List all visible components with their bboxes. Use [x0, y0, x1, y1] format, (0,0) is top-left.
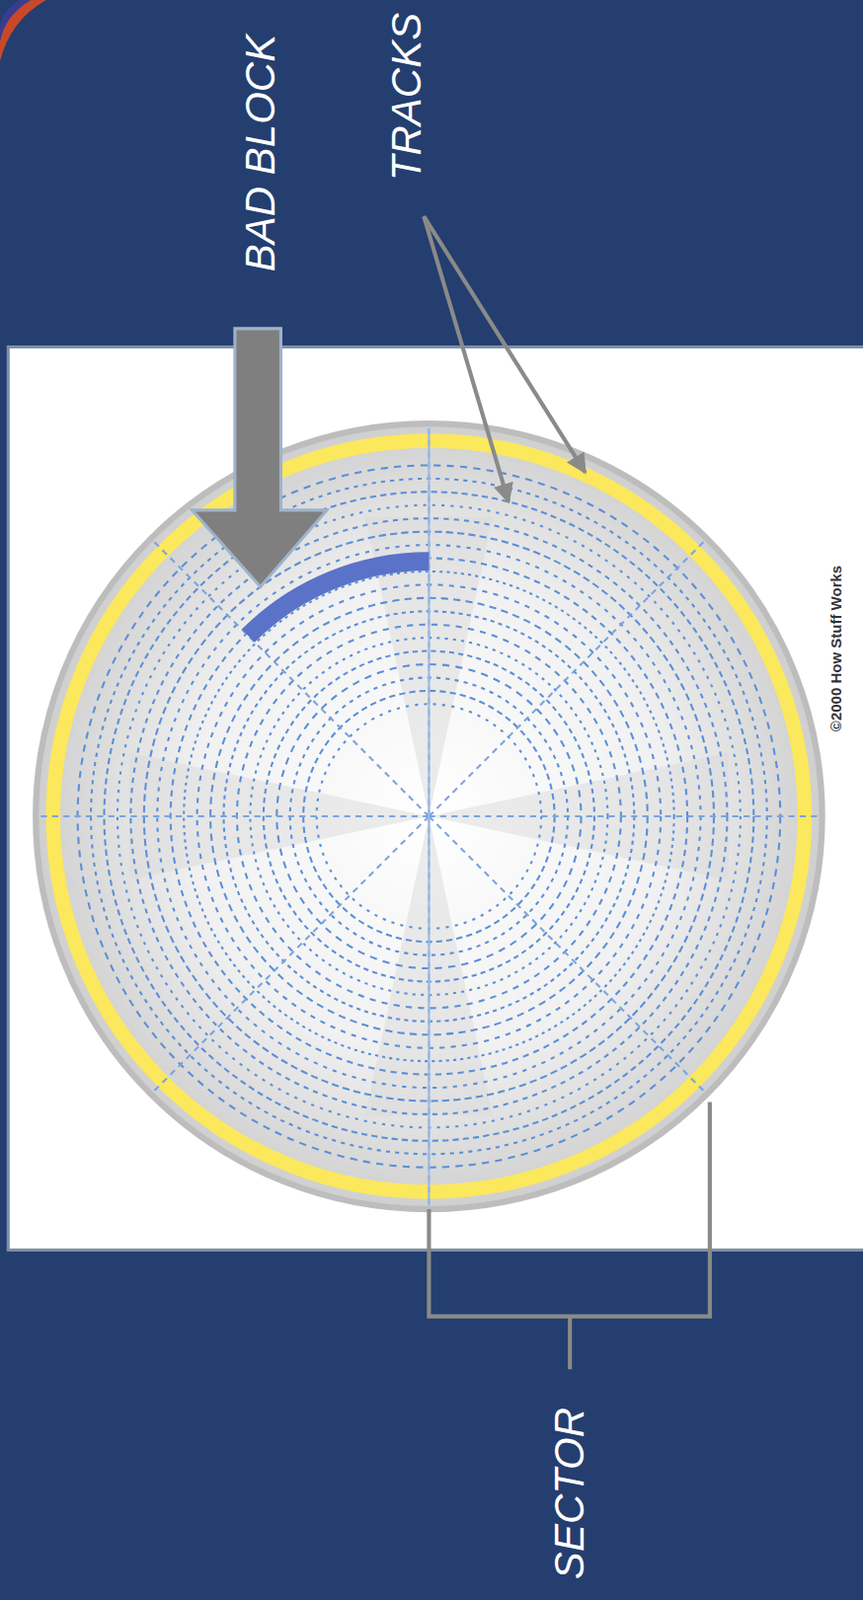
sector-line: [428, 542, 704, 817]
sector-line: [154, 816, 429, 1092]
sector-line: [427, 428, 430, 1207]
sector-line: [428, 816, 704, 1092]
corner-swoosh: [0, 0, 47, 62]
sector-line: [154, 542, 429, 817]
sector-line: [428, 815, 817, 818]
disc-platter: [35, 423, 822, 1210]
part-label: TRACKS: [386, 12, 428, 181]
part-label: BAD BLOCK: [239, 34, 282, 272]
bad-block-arc: [247, 561, 429, 636]
leader-line: [423, 216, 585, 472]
leader-line: [423, 216, 509, 502]
picture-frame: [7, 346, 863, 1251]
corner-swoosh: [0, 0, 31, 41]
part-label: SECTOR: [549, 1408, 591, 1580]
copyright-note: ©2000 How Stuff Works: [828, 565, 844, 732]
sector-bracket: [428, 1102, 709, 1371]
bad-block-arrow: [191, 328, 327, 588]
sector-line: [40, 815, 429, 818]
sector-lines: [40, 428, 817, 1207]
